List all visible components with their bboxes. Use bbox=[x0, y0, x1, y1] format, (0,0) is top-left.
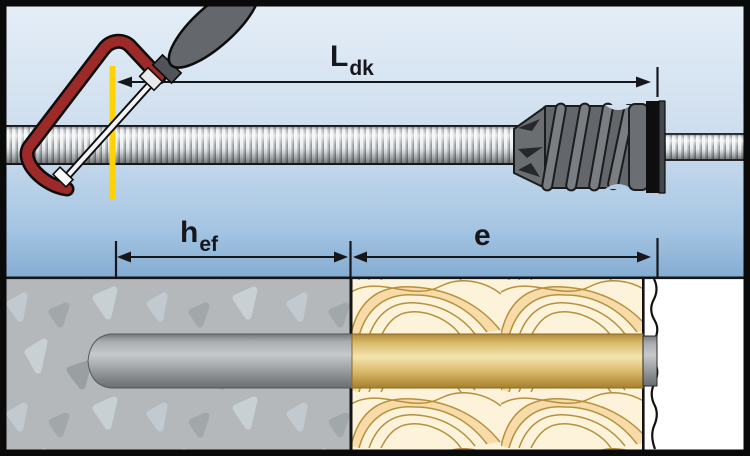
anchor-ribs bbox=[541, 102, 635, 192]
rod-in-concrete bbox=[87, 333, 353, 389]
anchor-waist-top bbox=[605, 105, 632, 110]
label-embedment-sub: ef bbox=[199, 233, 219, 256]
render-layer bbox=[643, 278, 746, 452]
label-cut-length: Ldk bbox=[330, 40, 374, 80]
anchor-plate-edge bbox=[658, 100, 666, 194]
rod-stub-right bbox=[655, 133, 747, 161]
saw-blade-pin-upper bbox=[138, 66, 164, 92]
saw-blade bbox=[62, 78, 156, 182]
dimension-ldk bbox=[117, 67, 659, 97]
label-embedment-depth: hef bbox=[180, 216, 218, 256]
label-cut-length-base: L bbox=[330, 40, 349, 73]
dimension-lines bbox=[114, 67, 659, 280]
label-offset: e bbox=[474, 221, 492, 251]
saw-frame bbox=[22, 36, 164, 194]
wall-surface-line bbox=[4, 276, 746, 280]
anchor-waist-bottom bbox=[605, 184, 632, 189]
label-offset-base: e bbox=[474, 219, 491, 252]
yellow-cut-mark bbox=[109, 66, 116, 200]
embedded-rod bbox=[87, 333, 658, 389]
label-cut-length-sub: dk bbox=[349, 57, 374, 80]
saw-blade-pin-lower bbox=[51, 166, 75, 188]
dimension-hef bbox=[114, 241, 352, 280]
anchor-collar bbox=[628, 103, 649, 191]
label-embedment-base: h bbox=[180, 216, 199, 249]
anchor-sleeve bbox=[513, 100, 666, 194]
rod-in-insulation bbox=[351, 333, 644, 389]
anchor-cone-slots bbox=[518, 119, 543, 177]
dimension-e bbox=[353, 238, 659, 279]
anchor-plate bbox=[646, 101, 659, 193]
rod-tip-through-render bbox=[642, 335, 658, 387]
